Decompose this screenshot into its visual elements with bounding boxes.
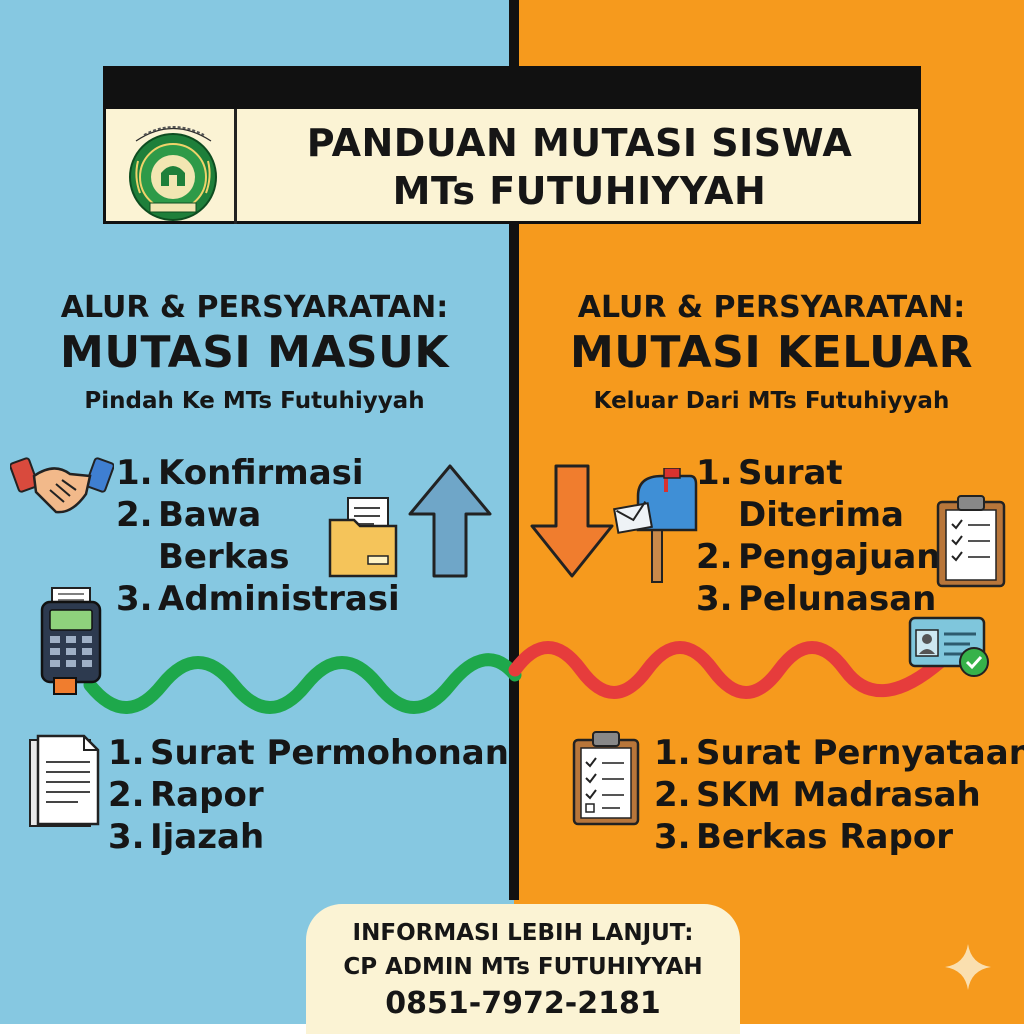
mailbox-icon: [613, 468, 698, 583]
wave-red: [508, 641, 947, 699]
arrow-up-icon: [408, 464, 492, 578]
list-item: Berkas: [158, 537, 290, 577]
left-requirements-list: 1.Surat Permohonan 2.Rapor 3.Ijazah: [108, 732, 509, 858]
right-heading: ALUR & PERSYARATAN: MUTASI KELUAR Keluar…: [519, 290, 1024, 416]
list-item: 2.Pengajuan: [696, 537, 941, 577]
list-item: Diterima: [738, 495, 904, 535]
clipboard-checklist-icon: [572, 731, 640, 826]
right-requirements-list: 1.Surat Pernyataan 2.SKM Madrasah 3.Berk…: [654, 732, 1024, 858]
id-card-verified-icon: [908, 616, 989, 677]
left-subtitle: Pindah Ke MTs Futuhiyyah: [84, 388, 425, 414]
clipboard-checklist-icon: [936, 495, 1006, 588]
list-item: 3.Ijazah: [108, 817, 265, 857]
list-item: 1.Surat Permohonan: [108, 733, 509, 773]
banner-top-bar: [106, 69, 918, 109]
handshake-icon: [10, 457, 114, 514]
list-item: 2.Bawa: [116, 495, 262, 535]
banner-title-line2: MTs FUTUHIYYAH: [392, 169, 767, 213]
list-item: 1.Surat Pernyataan: [654, 733, 1024, 773]
school-crest-logo: [129, 126, 217, 221]
folder-icon: [328, 497, 398, 578]
left-heading: ALUR & PERSYARATAN: MUTASI MASUK Pindah …: [0, 290, 509, 416]
contact-footer: INFORMASI LEBIH LANJUT: CP ADMIN MTs FUT…: [306, 904, 740, 1034]
list-item: 3.Berkas Rapor: [654, 817, 953, 857]
banner-title: PANDUAN MUTASI SISWA MTs FUTUHIYYAH: [242, 119, 917, 215]
title-banner: PANDUAN MUTASI SISWA MTs FUTUHIYYAH: [103, 66, 921, 224]
document-icon: [29, 734, 100, 827]
wave-green: [83, 653, 522, 714]
right-steps-list: 1.Surat Diterima 2.Pengajuan 3.Pelunasan: [696, 452, 940, 620]
banner-separator: [234, 109, 237, 224]
right-subtitle: Keluar Dari MTs Futuhiyyah: [593, 388, 950, 414]
center-divider: [509, 0, 519, 900]
list-item: 2.Rapor: [108, 775, 264, 815]
list-item: 3.Pelunasan: [696, 579, 937, 619]
left-steps-list: 1.Konfirmasi 2.Bawa Berkas 3.Administras…: [116, 452, 400, 620]
left-heading-small: ALUR & PERSYARATAN:: [60, 290, 449, 325]
process-wave: [83, 641, 947, 714]
right-heading-small: ALUR & PERSYARATAN:: [577, 290, 966, 325]
banner-title-line1: PANDUAN MUTASI SISWA: [306, 121, 853, 165]
footer-phone: 0851-7972-2181: [385, 986, 661, 1021]
footer-info-label: INFORMASI LEBIH LANJUT:: [352, 920, 694, 946]
sparkle-icon: [945, 944, 991, 990]
footer-contact-name: CP ADMIN MTs FUTUHIYYAH: [343, 954, 703, 980]
list-item: 1.Surat: [696, 453, 843, 493]
right-heading-big: MUTASI KELUAR: [570, 327, 973, 378]
list-item: 3.Administrasi: [116, 579, 400, 619]
arrow-down-icon: [530, 464, 614, 578]
list-item: 1.Konfirmasi: [116, 453, 364, 493]
left-heading-big: MUTASI MASUK: [60, 327, 449, 378]
list-item: 2.SKM Madrasah: [654, 775, 981, 815]
payment-terminal-icon: [40, 587, 102, 695]
